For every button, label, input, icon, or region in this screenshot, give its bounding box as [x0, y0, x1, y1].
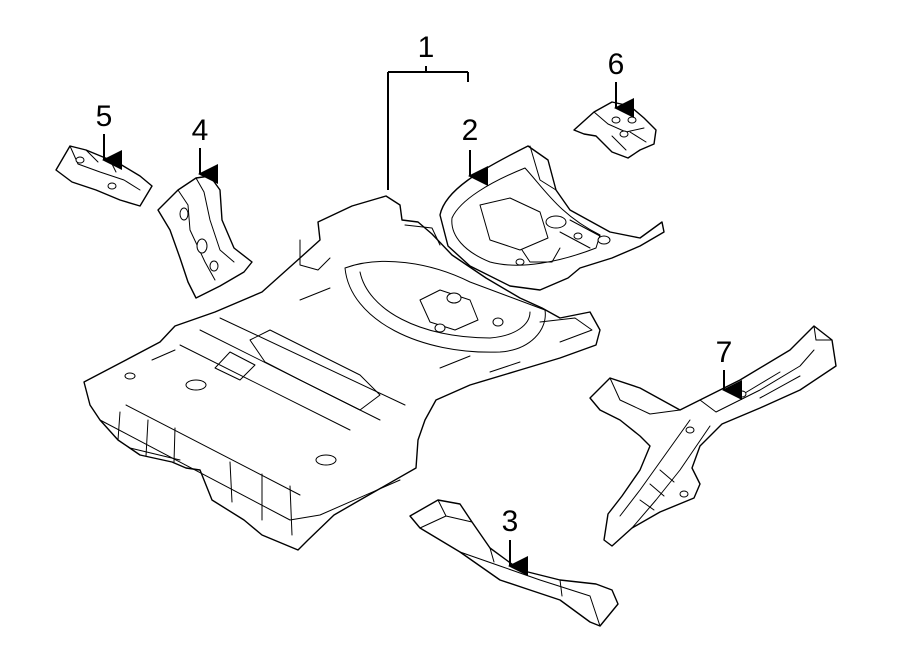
callout-6: 6	[608, 48, 634, 118]
side-rail-assembly[interactable]	[589, 325, 837, 547]
callout-1: 1	[387, 31, 469, 190]
rear-floor-pan[interactable]	[83, 195, 601, 551]
reinforcement-bracket[interactable]	[157, 175, 253, 299]
callout-7: 7	[716, 336, 742, 400]
spare-tire-well[interactable]	[439, 145, 665, 291]
callout-label-5: 5	[96, 100, 113, 133]
callout-4: 4	[192, 114, 218, 184]
callout-3: 3	[502, 505, 528, 576]
callout-label-7: 7	[716, 336, 733, 369]
callout-bracket-1	[387, 66, 469, 190]
callout-label-6: 6	[608, 48, 625, 81]
floor-cross-member[interactable]	[409, 499, 619, 627]
mount-plate-bracket[interactable]	[573, 101, 657, 159]
callout-label-4: 4	[192, 114, 209, 147]
callout-5: 5	[96, 100, 122, 170]
callout-2: 2	[462, 114, 488, 186]
callout-label-3: 3	[502, 505, 519, 538]
callout-label-2: 2	[462, 114, 479, 147]
callout-label-1: 1	[418, 31, 435, 64]
